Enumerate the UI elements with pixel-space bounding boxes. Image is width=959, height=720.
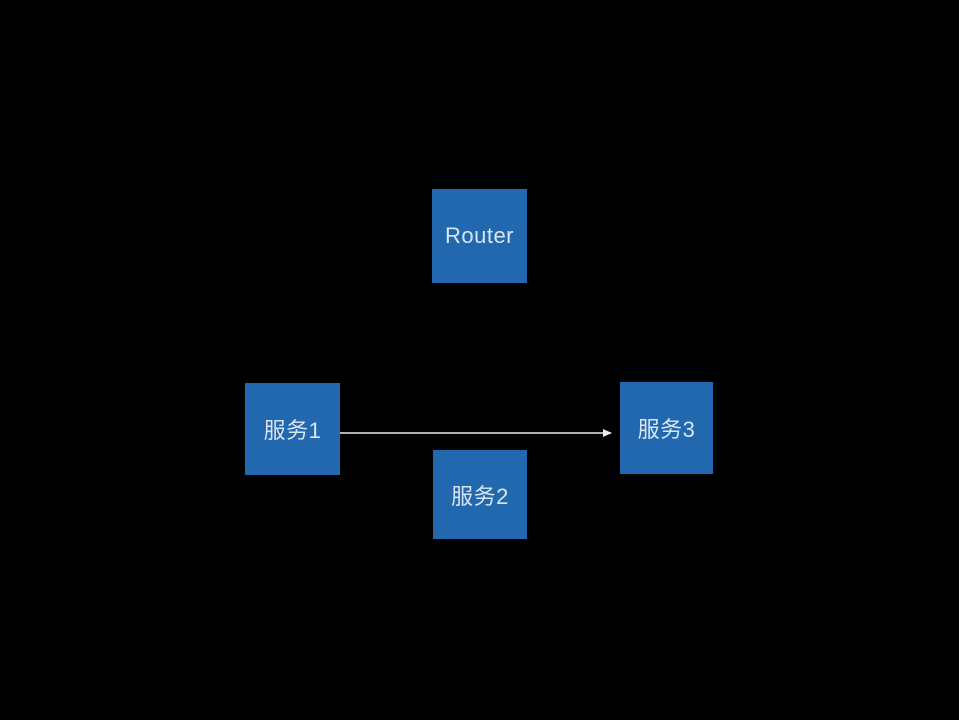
node-service1: 服务1 — [245, 383, 340, 475]
node-service3-label: 服务3 — [637, 417, 696, 442]
node-service3: 服务3 — [620, 382, 713, 474]
node-router: Router — [432, 189, 527, 283]
node-service1-label: 服务1 — [263, 418, 322, 443]
node-service2: 服务2 — [433, 450, 527, 539]
node-service2-label: 服务2 — [451, 483, 509, 509]
node-router-label: Router — [444, 223, 515, 248]
